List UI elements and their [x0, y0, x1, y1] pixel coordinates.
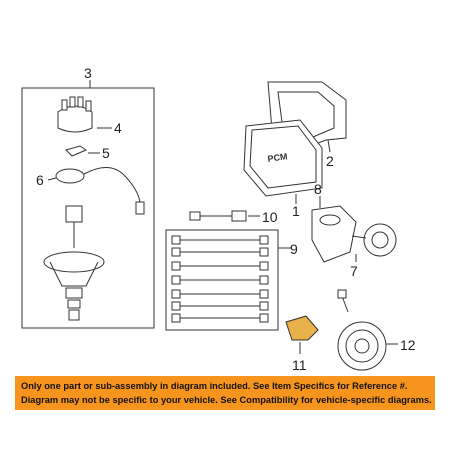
callout-8: 8 [314, 181, 322, 197]
distributor-group [21, 80, 155, 329]
callout-7: 7 [350, 263, 358, 279]
ignition-coil-bracket [311, 196, 397, 263]
callout-11: 11 [292, 357, 307, 373]
pcm-module [243, 119, 323, 204]
distributor-shaft [65, 205, 83, 248]
callout-4: 4 [114, 120, 122, 136]
callout-2: 2 [326, 153, 334, 169]
callout-3: 3 [84, 65, 92, 81]
plug-wire-frame [165, 229, 279, 331]
notice-line-1: Only one part or sub-assembly in diagram… [21, 381, 408, 391]
mounting-bracket [285, 315, 319, 354]
notice-line-2: Diagram may not be specific to your vehi… [21, 395, 432, 405]
callout-6: 6 [36, 172, 44, 188]
callout-1: 1 [292, 203, 300, 219]
callout-10: 10 [262, 209, 278, 225]
rotor [65, 145, 100, 157]
flywheel [337, 289, 398, 371]
distributor-cap [57, 96, 112, 133]
distributor-housing [43, 251, 105, 321]
notice-banner: Only one part or sub-assembly in diagram… [15, 376, 435, 410]
distributor-frame [21, 87, 155, 329]
plug-wire-set [165, 229, 292, 331]
callout-12: 12 [400, 337, 416, 353]
pickup-coil [47, 167, 145, 215]
pcm-label: PCM [267, 151, 288, 164]
sensor [189, 210, 260, 222]
callout-9: 9 [290, 241, 298, 257]
callout-5: 5 [102, 145, 110, 161]
